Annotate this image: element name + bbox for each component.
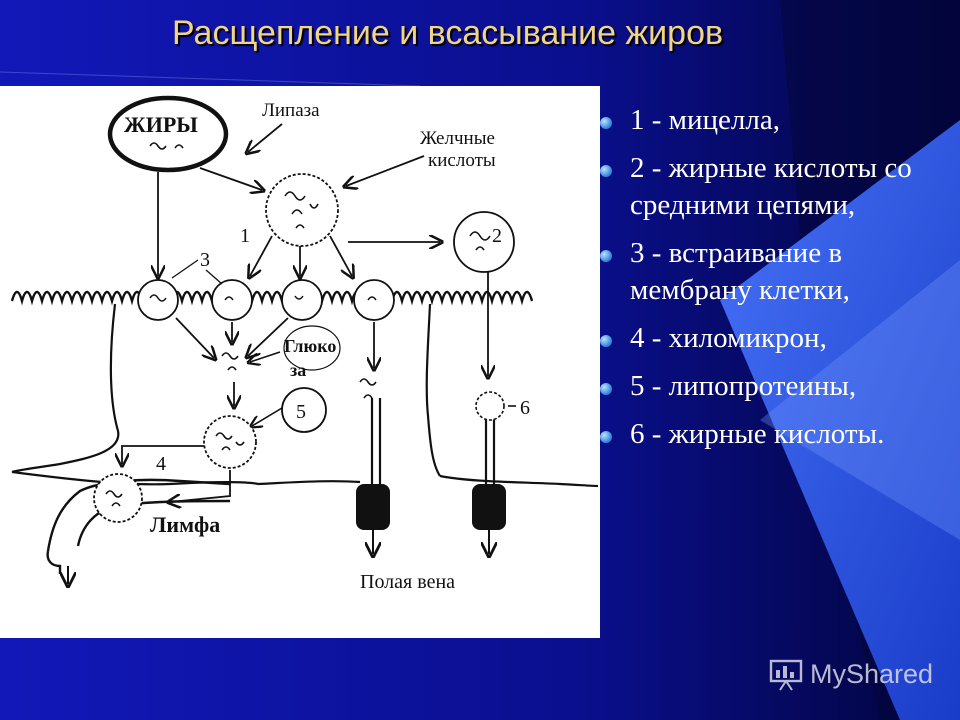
- watermark-text: MyShared: [810, 658, 934, 689]
- glucose-label-line2: за: [290, 360, 306, 380]
- legend-item-chylomicron: 4 - хиломикрон,: [598, 320, 953, 357]
- chylomicron-in-lymph: [93, 473, 143, 523]
- chylomicron: [203, 415, 257, 469]
- portal-vein-label: Полая вена: [360, 571, 455, 593]
- bullet-icon: [600, 250, 612, 262]
- portal-vessel-left: [356, 484, 390, 530]
- membrane-vesicle-4: [353, 279, 395, 321]
- fatty-acids-vesicle: [475, 391, 505, 421]
- bullet-icon: [600, 383, 612, 395]
- lipoprotein-number: 5: [296, 401, 306, 423]
- bile-acids-label-line1: Желчные: [420, 128, 495, 149]
- lymph-vessel: [46, 478, 231, 552]
- membrane-vesicle-2: [211, 279, 253, 321]
- bullet-icon: [600, 165, 612, 177]
- lipoprotein: [281, 387, 327, 433]
- brush-border-membrane: [10, 290, 534, 306]
- glucose-label-line1: Глюко: [284, 336, 336, 356]
- legend-item-lipoproteins: 5 - липопротеины,: [598, 368, 953, 405]
- fatty-acids-number: 6: [520, 397, 530, 419]
- medium-chain-number: 2: [492, 225, 502, 247]
- legend-item-micelle: 1 - мицелла,: [598, 102, 953, 139]
- watermark: MyShared: [768, 656, 933, 692]
- portal-vessel-right: [472, 484, 506, 530]
- lipase-label: Липаза: [262, 100, 320, 121]
- micelle: [265, 173, 339, 247]
- bile-acids-label-line2: кислоты: [428, 150, 496, 171]
- membrane-vesicle-3: [281, 279, 323, 321]
- fats-droplet: [107, 95, 229, 173]
- micelle-number: 1: [240, 225, 250, 247]
- legend-item-fatty-acids: 6 - жирные кислоты.: [598, 416, 953, 453]
- slide-title: Расщепление и всасывание жиров: [172, 14, 724, 52]
- membrane-number: 3: [200, 249, 210, 271]
- enterocyte-right-outline: [425, 303, 441, 477]
- bullet-icon: [600, 117, 612, 129]
- membrane-vesicle-1: [137, 279, 179, 321]
- bullet-icon: [600, 431, 612, 443]
- bullet-icon: [600, 335, 612, 347]
- presentation-board-icon: [769, 659, 803, 691]
- legend-list: 1 - мицелла, 2 - жирные кислоты со средн…: [598, 102, 953, 464]
- medium-chain-fatty-acids: [453, 211, 515, 273]
- lymph-label: Лимфа: [150, 512, 220, 537]
- legend-item-membrane: 3 - встраивание в мембрану клетки,: [598, 235, 953, 309]
- fats-label: ЖИРЫ: [124, 112, 198, 137]
- fat-absorption-diagram: ЖИРЫ Липаза Желчные кислоты 1 2 3: [0, 86, 600, 638]
- chylomicron-number: 4: [156, 453, 166, 475]
- enterocyte-left-outline: [11, 303, 120, 474]
- legend-item-medium-chain: 2 - жирные кислоты со средними цепями,: [598, 150, 953, 224]
